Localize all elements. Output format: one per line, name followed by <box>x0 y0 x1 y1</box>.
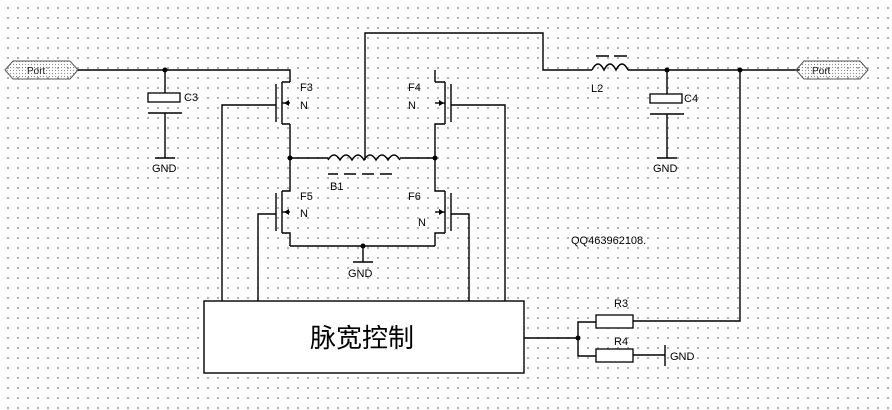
c4-gnd-label: GND <box>653 163 678 175</box>
f3-label: F3 <box>300 82 313 94</box>
l2-label: L2 <box>591 83 603 95</box>
resistor-r4 <box>595 345 666 366</box>
right-port-label: Port <box>812 66 831 77</box>
c3-label: C3 <box>184 92 198 104</box>
junction <box>360 243 366 249</box>
left-rail <box>78 69 291 82</box>
f3-type: N <box>300 100 308 112</box>
capacitor-c4 <box>649 70 684 159</box>
junction <box>575 335 581 341</box>
inductor-l2 <box>591 55 800 72</box>
b1-label: B1 <box>330 181 343 193</box>
r3-label: R3 <box>614 298 628 310</box>
pwm-controller-box <box>203 300 525 374</box>
transformer-b1 <box>290 154 435 175</box>
center-tap-lead <box>364 32 592 160</box>
f4-type: N <box>408 100 416 112</box>
c3-gnd-label: GND <box>152 163 177 175</box>
f5-label: F5 <box>300 191 313 203</box>
left-port: Port <box>4 60 79 80</box>
r4-label: R4 <box>614 336 628 348</box>
resistor-r3 <box>595 70 741 329</box>
f4-label: F4 <box>408 82 421 94</box>
mosfet-f3 <box>221 81 291 301</box>
c4-label: C4 <box>684 93 698 105</box>
right-port: Port <box>795 60 869 80</box>
bridge-gnd-label: GND <box>348 268 373 280</box>
f6-label: F6 <box>408 191 421 203</box>
f6-type: N <box>418 217 426 229</box>
mosfet-f4 <box>434 70 506 301</box>
left-port-label: Port <box>27 66 46 77</box>
mosfet-f6 <box>434 158 470 301</box>
capacitor-c3 <box>147 70 182 159</box>
feedback-wires <box>524 321 596 357</box>
controller-label: 脉宽控制 <box>310 324 414 354</box>
watermark: QQ463962108. <box>571 235 646 247</box>
mosfet-f5 <box>257 158 291 301</box>
r4-gnd-label: GND <box>670 351 695 363</box>
f5-type: N <box>300 208 308 220</box>
